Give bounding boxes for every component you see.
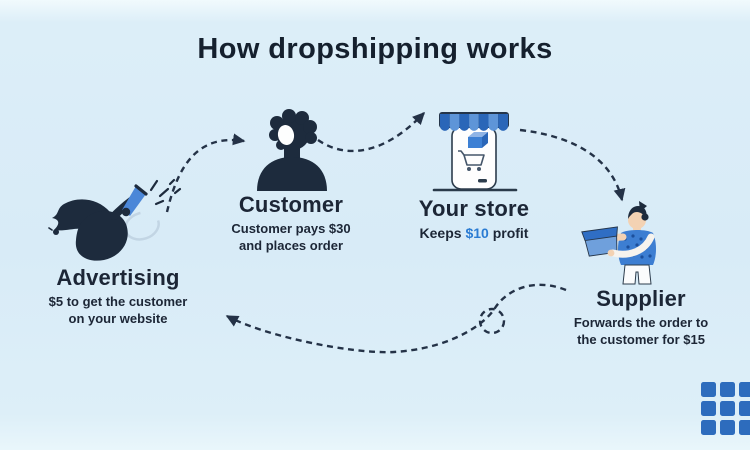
supplier-description: Forwards the order to the customer for $… <box>555 315 727 348</box>
logo-grid-cell <box>739 420 750 435</box>
logo-grid-cell <box>739 401 750 416</box>
logo-grid-cell <box>720 382 735 397</box>
step-your-store: Your store Keeps $10 profit <box>389 103 559 242</box>
customer-label: Customer <box>238 192 344 217</box>
step-advertising: Advertising $5 to get the customer on yo… <box>18 176 218 327</box>
megaphone-person-icon <box>48 178 182 261</box>
logo-grid-cell <box>739 382 750 397</box>
logo-grid-cell <box>701 401 716 416</box>
supplier-package-icon <box>581 201 656 285</box>
your-store-description: Keeps $10 profit <box>389 225 559 242</box>
your-store-profit-amount: $10 <box>465 225 489 241</box>
advertising-label: Advertising <box>56 265 180 290</box>
step-customer: Customer Customer pays $30 and places or… <box>206 107 376 254</box>
logo-grid-cell <box>701 420 716 435</box>
customer-desc-line2: and places order <box>238 237 344 253</box>
page-title: How dropshipping works <box>197 33 553 65</box>
advertising-desc-line2: on your website <box>68 310 168 326</box>
your-store-label: Your store <box>418 196 530 221</box>
blue-grid-logo <box>701 382 750 435</box>
supplier-label: Supplier <box>596 286 686 311</box>
customer-desc-line1: Customer pays $30 <box>231 221 351 236</box>
supplier-desc-line1: Forwards the order to <box>573 315 709 330</box>
arrow-loop-decoration <box>478 307 506 335</box>
your-store-desc-prefix: Keeps <box>419 225 462 241</box>
customer-silhouette-icon <box>257 109 327 191</box>
customer-description: Customer pays $30 and places order <box>206 221 376 254</box>
logo-grid-cell <box>720 401 735 416</box>
logo-grid-cell <box>701 382 716 397</box>
your-store-desc-suffix: profit <box>492 225 529 241</box>
arrow-supplier-to-advertising <box>225 283 567 354</box>
storefront-phone-icon <box>432 112 518 192</box>
advertising-description: $5 to get the customer on your website <box>18 294 218 327</box>
advertising-desc-line1: $5 to get the customer <box>48 294 188 309</box>
logo-grid-cell <box>720 420 735 435</box>
supplier-desc-line2: the customer for $15 <box>577 331 705 347</box>
step-supplier: Supplier Forwards the order to the custo… <box>555 199 727 348</box>
